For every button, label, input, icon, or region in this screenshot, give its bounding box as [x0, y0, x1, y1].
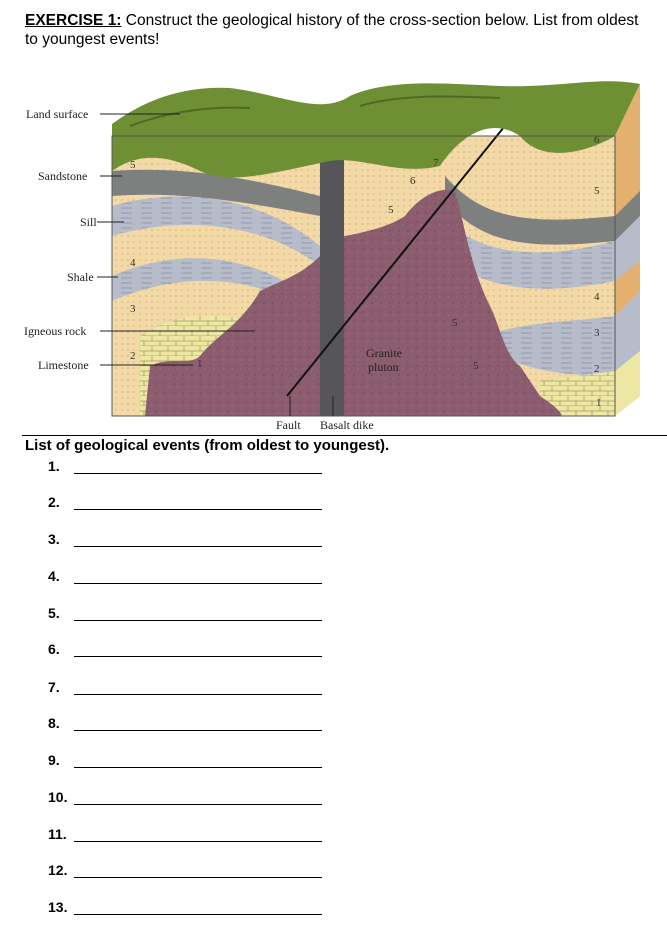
answer-blank[interactable]: [74, 877, 322, 878]
layer-number: 4: [594, 291, 600, 303]
list-title: List of geological events (from oldest t…: [25, 437, 390, 454]
basalt-dike: [320, 146, 344, 416]
label-pluton: pluton: [368, 360, 399, 374]
layer-number: 5: [130, 159, 136, 171]
label-sandstone: Sandstone: [38, 169, 87, 183]
answer-blank[interactable]: [74, 509, 322, 510]
label-limestone: Limestone: [38, 358, 89, 372]
label-igneous-rock: Igneous rock: [24, 324, 86, 338]
answer-blank[interactable]: [74, 694, 322, 695]
event-number: 2.: [48, 494, 60, 510]
land-surface: [112, 81, 640, 178]
label-basalt-dike: Basalt dike: [320, 418, 374, 432]
label-land-surface: Land surface: [26, 107, 88, 121]
answer-blank[interactable]: [74, 473, 322, 474]
divider: [22, 435, 667, 436]
label-fault: Fault: [276, 418, 301, 432]
layer-number: 6: [594, 134, 600, 146]
layer-number: 1: [596, 397, 602, 409]
event-number: 9.: [48, 752, 60, 768]
layer-number: 5: [388, 204, 394, 216]
granite-pluton: [145, 189, 562, 416]
layer-number: 5: [452, 317, 458, 329]
answer-blank[interactable]: [74, 620, 322, 621]
event-number: 1.: [48, 458, 60, 474]
label-granite: Granite: [366, 346, 402, 360]
event-number: 6.: [48, 641, 60, 657]
answer-blank[interactable]: [74, 730, 322, 731]
geologic-cross-section: Land surface Sandstone Sill Shale Igneou…: [24, 81, 640, 432]
layer-number: 2: [130, 350, 136, 362]
shale-lower: [112, 258, 300, 306]
answer-blank[interactable]: [74, 583, 322, 584]
answer-blank[interactable]: [74, 914, 322, 915]
exercise-instructions: Construct the geological history of the …: [25, 12, 639, 48]
shale-upper: [112, 196, 320, 266]
layer-number: 4: [130, 257, 136, 269]
event-number: 11.: [48, 826, 67, 842]
answer-blank[interactable]: [74, 656, 322, 657]
answer-blank[interactable]: [74, 841, 322, 842]
layer-number: 6: [410, 175, 416, 187]
layer-number: 1: [197, 358, 203, 370]
answer-blank[interactable]: [74, 804, 322, 805]
answer-blank[interactable]: [74, 767, 322, 768]
layer-number: 5: [473, 360, 479, 372]
layer-number: 3: [130, 303, 136, 315]
answer-blank[interactable]: [74, 546, 322, 547]
limestone-right: [540, 371, 615, 416]
event-number: 5.: [48, 605, 60, 621]
event-number: 7.: [48, 679, 60, 695]
layer-number: 7: [433, 157, 439, 169]
layer-number: 2: [594, 363, 600, 375]
label-sill: Sill: [80, 215, 97, 229]
event-number: 4.: [48, 568, 60, 584]
layer-number: 3: [594, 327, 600, 339]
fault-line: [286, 100, 526, 397]
layer-number: 5: [594, 185, 600, 197]
event-number: 10.: [48, 789, 68, 805]
exercise-header: EXERCISE 1: Construct the geological his…: [25, 11, 655, 49]
event-number: 13.: [48, 899, 68, 915]
label-shale: Shale: [67, 270, 94, 284]
event-number: 3.: [48, 531, 60, 547]
event-number: 8.: [48, 715, 60, 731]
event-number: 12.: [48, 862, 68, 878]
gray-layer: [112, 169, 320, 216]
exercise-label: EXERCISE 1:: [25, 12, 122, 29]
